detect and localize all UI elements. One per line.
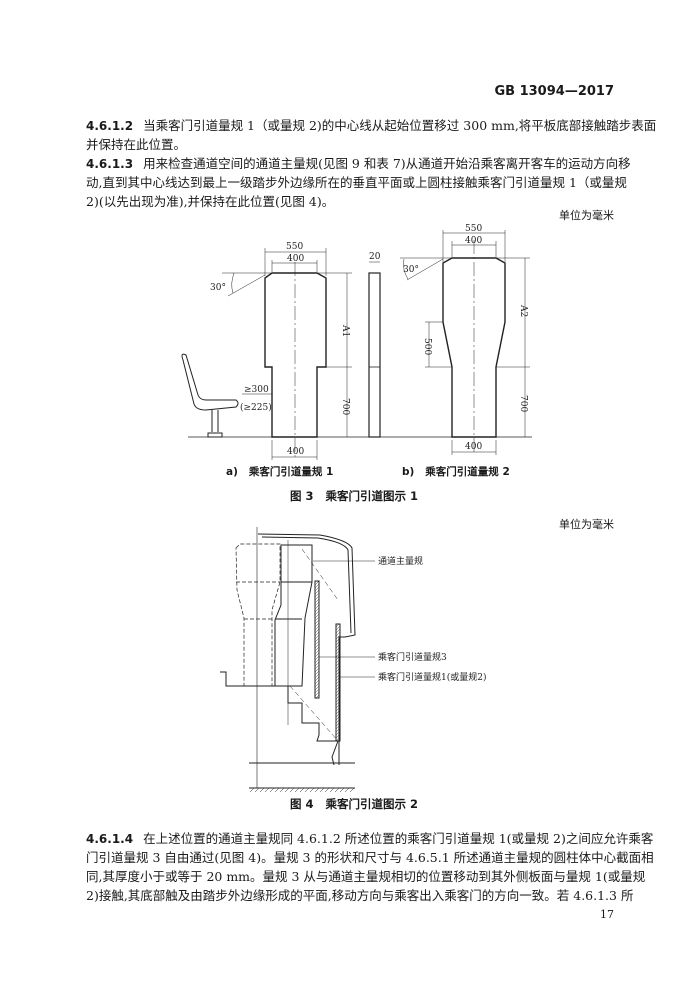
dim-500: 500 [422, 338, 432, 355]
dim-400-a-bottom: 400 [287, 447, 304, 457]
dim-700-b: 700 [518, 395, 528, 412]
dim-550-b: 550 [465, 224, 482, 234]
figure-4-caption: 图 4 乘客门引道图示 2 [290, 797, 419, 811]
clause-4-6-1-4-line-4: 2)接触,其底部触及由踏步外边缘形成的平面,移动方向与乘客出入乘客门的方向一致。… [86, 888, 634, 903]
clause-4-6-1-2-line-2: 并保持在此位置。 [86, 137, 187, 152]
angle-30-a: 30° [210, 283, 226, 293]
dim-400-b: 400 [465, 236, 482, 246]
seat-icon [181, 353, 239, 411]
clause-4-6-1-3-line-2: 动,直到其中心线达到最上一级踏步外边缘所在的垂直平面或上圆柱接触乘客门引道量规 … [86, 175, 627, 190]
dim-400-a: 400 [287, 254, 304, 264]
standard-number: GB 13094—2017 [494, 84, 614, 99]
label-gauge-1-or-2: 乘客门引道量规1(或量规2) [378, 671, 486, 683]
angle-30-b: 30° [403, 265, 419, 275]
gauge-3-plate-fig4 [314, 580, 320, 699]
clause-4-6-1-4-line-3: 同,其厚度小于或等于 20 mm。量规 3 从与通道主量规相切的位置移动到其外侧… [86, 869, 646, 884]
dim-20: 20 [369, 252, 381, 262]
unit-note: 单位为毫米 [559, 209, 614, 222]
gauge-1-plate-fig4 [335, 623, 341, 742]
label-main-gauge: 通道主量规 [378, 555, 423, 567]
clause-4-6-1-3-line-3: 2)(以先出现为准),并保持在此位置(见图 4)。 [86, 194, 335, 209]
label-gauge-3: 乘客门引道量规3 [378, 651, 447, 663]
unit-note-2: 单位为毫米 [559, 518, 614, 531]
page-number: 17 [600, 908, 614, 921]
figure-4-drawing: 通道主量规 乘客门引道量规3 乘客门引道量规1(或量规2) [220, 527, 486, 793]
dim-400-b-bottom: 400 [465, 442, 482, 452]
gauge-1-outline [264, 272, 327, 438]
figure-3-caption: 图 3 乘客门引道图示 1 [290, 489, 419, 503]
seat-gap: ≥300 [244, 385, 269, 395]
subcaption-a: a) 乘客门引道量规 1 [226, 466, 334, 478]
subcaption-b: b) 乘客门引道量规 2 [402, 466, 510, 478]
gauge-2-outline [442, 257, 506, 438]
gauge-3-plate [368, 272, 381, 438]
seat-gap-alt: (≥225) [240, 402, 272, 413]
dim-a2: A2 [518, 304, 528, 317]
clause-4-6-1-4-line-2: 门引道量规 3 自由通过(见图 4)。量规 3 的形状和尺寸与 4.6.5.1 … [86, 850, 654, 865]
dim-550-a: 550 [286, 242, 303, 252]
dim-a1: A1 [340, 324, 350, 337]
dim-700-a: 700 [340, 398, 350, 415]
